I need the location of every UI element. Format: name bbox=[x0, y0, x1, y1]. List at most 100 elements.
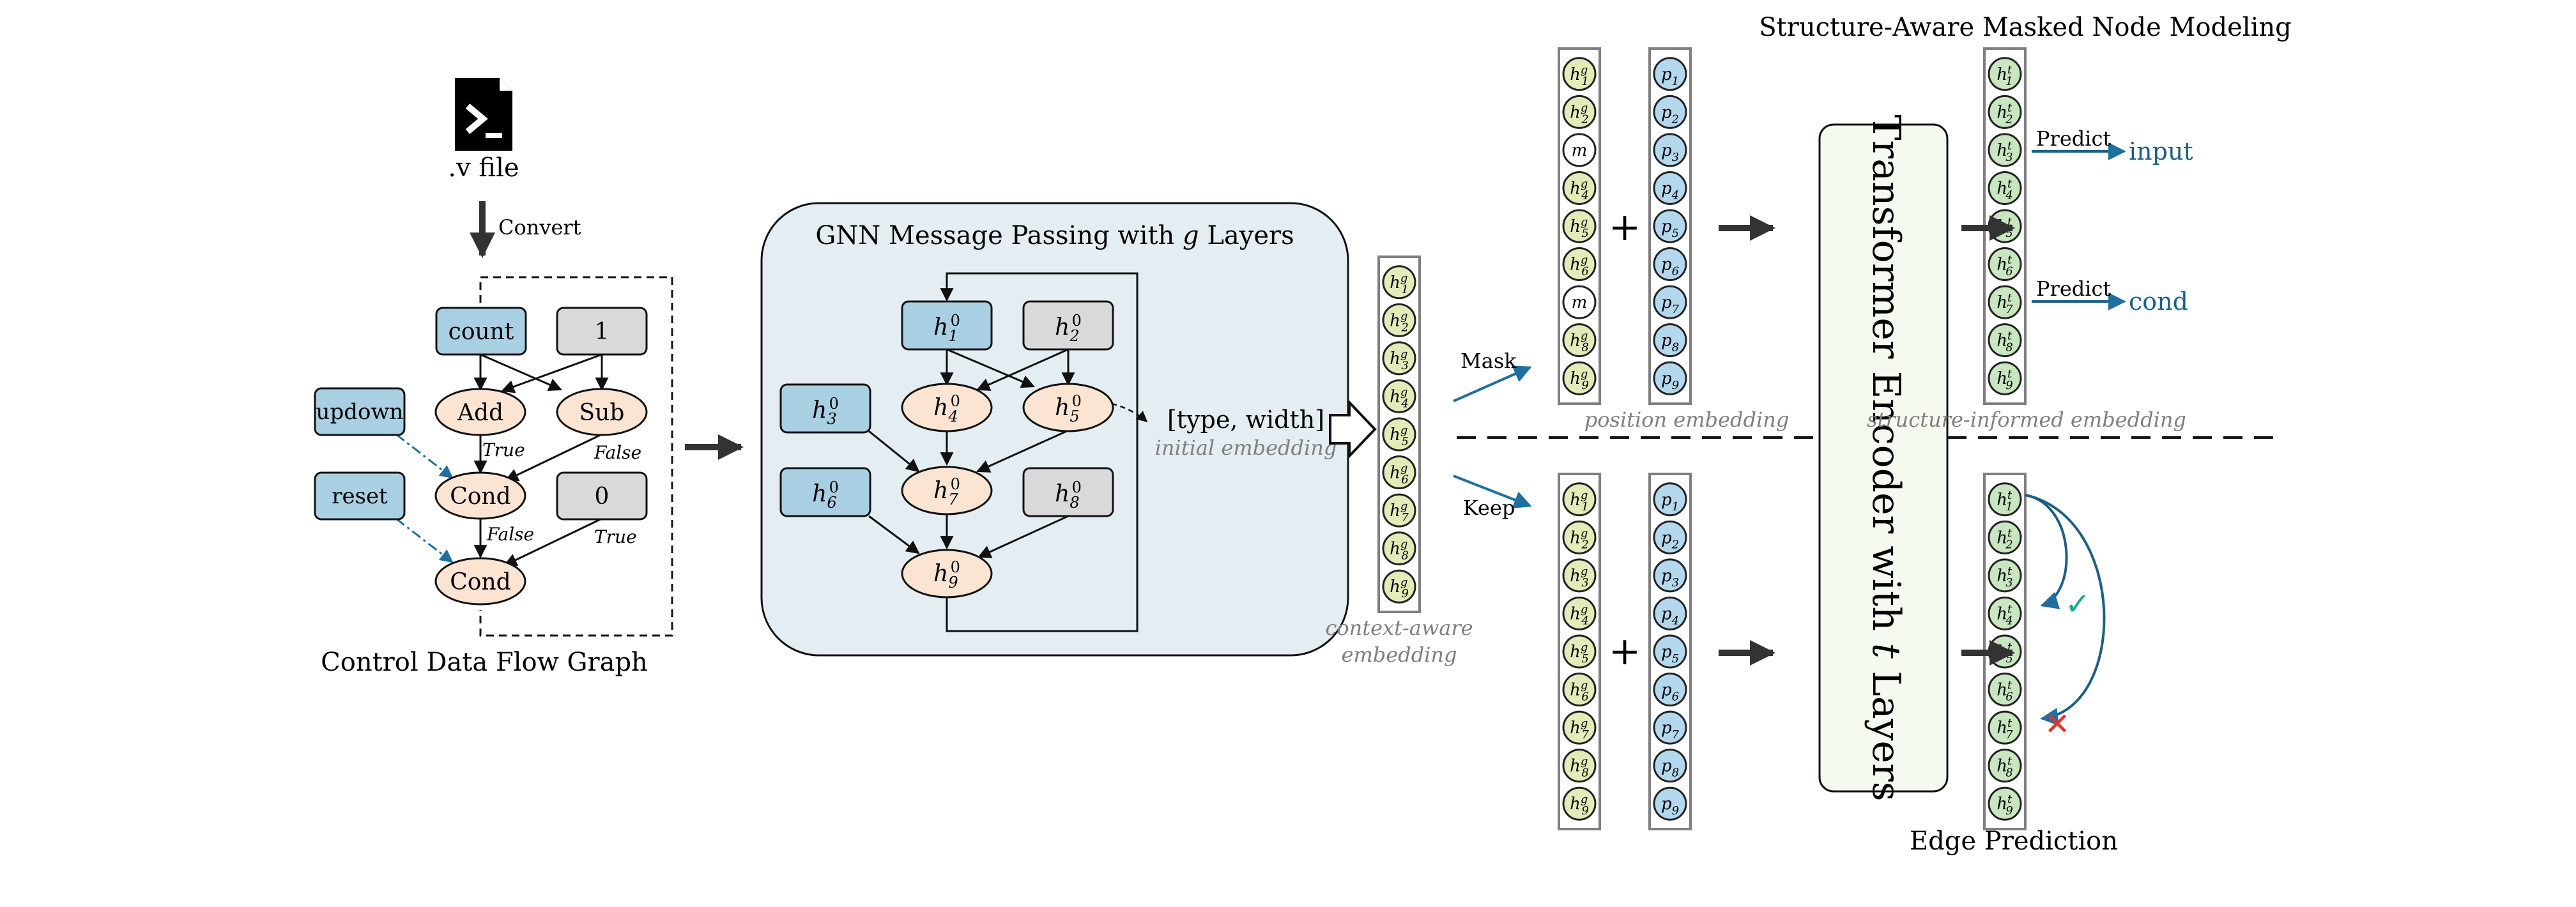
gnn-node-3 bbox=[779, 383, 871, 434]
gnn-node-8-label: h80 bbox=[1055, 478, 1082, 512]
mask-arrow bbox=[1453, 365, 1532, 402]
gnn-node-8 bbox=[1022, 467, 1114, 517]
svg-text:hg8: hg8 bbox=[1570, 330, 1589, 354]
file-icon bbox=[455, 78, 512, 151]
edge-false-2: False bbox=[486, 524, 534, 545]
node-cond-1-label: Cond bbox=[450, 484, 510, 510]
svg-text:hg9: hg9 bbox=[1570, 367, 1589, 392]
position-embedding-bottom-cell: p2 bbox=[1653, 520, 1687, 554]
gnn-node-9 bbox=[901, 549, 993, 598]
position-embedding-caption: position embedding bbox=[1584, 408, 1790, 432]
svg-text:ht9: ht9 bbox=[1997, 367, 2012, 392]
svg-text:ht9: ht9 bbox=[1997, 793, 2012, 818]
cross-icon: ✕ bbox=[2044, 706, 2070, 742]
masked-embedding-cell: m bbox=[1562, 133, 1597, 167]
svg-text:p1: p1 bbox=[1661, 491, 1679, 514]
gnn-node-6 bbox=[779, 467, 871, 517]
svg-text:p5: p5 bbox=[1661, 643, 1679, 666]
plus-top: + bbox=[1609, 205, 1641, 250]
gnn-node-5 bbox=[1022, 383, 1114, 432]
svg-text:p2: p2 bbox=[1661, 103, 1679, 126]
svg-text:ht4: ht4 bbox=[1997, 177, 2012, 202]
gnn-node-2 bbox=[1022, 300, 1114, 351]
node-sub bbox=[556, 388, 648, 436]
svg-text:hg5: hg5 bbox=[1570, 641, 1589, 666]
svg-text:ht4: ht4 bbox=[1997, 602, 2012, 627]
svg-text:p4: p4 bbox=[1661, 604, 1679, 627]
position-embedding-top-cell: p8 bbox=[1653, 323, 1687, 358]
gnn-node-4 bbox=[901, 383, 993, 432]
svg-text:hg2: hg2 bbox=[1570, 526, 1589, 551]
context-caption-2: embedding bbox=[1342, 643, 1457, 667]
node-const-0-label: 0 bbox=[595, 484, 610, 510]
initial-embedding-caption: initial embedding bbox=[1155, 436, 1337, 460]
position-embedding-top-cell: p1 bbox=[1653, 57, 1687, 91]
position-embedding-top-cell: p2 bbox=[1653, 95, 1687, 129]
loop-edge bbox=[479, 276, 673, 637]
svg-text:ht8: ht8 bbox=[1997, 330, 2012, 354]
predict-label-2: Predict bbox=[2036, 277, 2111, 301]
cdfg-caption: Control Data Flow Graph bbox=[321, 648, 648, 677]
position-embedding-bottom-cell: p4 bbox=[1653, 596, 1687, 630]
svg-text:hg7: hg7 bbox=[1390, 499, 1409, 524]
gnn-node-6-label: h60 bbox=[812, 478, 839, 512]
svg-text:p8: p8 bbox=[1661, 757, 1679, 780]
svg-text:ht6: ht6 bbox=[1997, 254, 2012, 278]
svg-text:hg9: hg9 bbox=[1570, 793, 1589, 818]
svg-text:p9: p9 bbox=[1661, 369, 1679, 392]
edge-pred-arrow-1 bbox=[2025, 494, 2068, 609]
svg-text:p3: p3 bbox=[1661, 141, 1679, 164]
svg-text:hg4: hg4 bbox=[1570, 177, 1589, 202]
svg-text:hg6: hg6 bbox=[1570, 254, 1589, 278]
node-const-1-label: 1 bbox=[595, 319, 610, 345]
convert-label: Convert bbox=[498, 215, 581, 240]
svg-text:hg6: hg6 bbox=[1570, 679, 1589, 704]
predict-label-1: Predict bbox=[2036, 126, 2111, 151]
svg-text:hg6: hg6 bbox=[1390, 462, 1409, 487]
svg-text:p2: p2 bbox=[1661, 528, 1679, 551]
edge-false-1: False bbox=[594, 442, 641, 463]
svg-text:hg9: hg9 bbox=[1390, 575, 1409, 600]
mask-label: Mask bbox=[1460, 349, 1517, 373]
node-cond-2 bbox=[434, 557, 526, 606]
structure-embedding-caption: structure-informed embedding bbox=[1867, 408, 2186, 432]
node-const-0 bbox=[556, 471, 648, 521]
svg-text:p6: p6 bbox=[1661, 255, 1679, 278]
svg-text:p5: p5 bbox=[1661, 217, 1679, 240]
node-updown bbox=[314, 387, 406, 436]
node-count-label: count bbox=[448, 319, 514, 345]
node-reset bbox=[314, 471, 406, 521]
svg-text:hg5: hg5 bbox=[1390, 423, 1409, 448]
gnn-node-2-label: h20 bbox=[1055, 312, 1082, 345]
predict-target-1: input bbox=[2129, 137, 2193, 165]
svg-text:p6: p6 bbox=[1661, 681, 1679, 704]
svg-text:ht7: ht7 bbox=[1997, 717, 2013, 742]
svg-text:hg5: hg5 bbox=[1570, 215, 1589, 240]
position-embedding-bottom-cell: p1 bbox=[1653, 482, 1687, 517]
gnn-node-3-label: h30 bbox=[812, 395, 839, 428]
node-reset-label: reset bbox=[332, 484, 388, 509]
gnn-node-9-label: h90 bbox=[933, 558, 960, 591]
node-updown-label: updown bbox=[316, 399, 404, 425]
gnn-node-7 bbox=[901, 466, 993, 515]
